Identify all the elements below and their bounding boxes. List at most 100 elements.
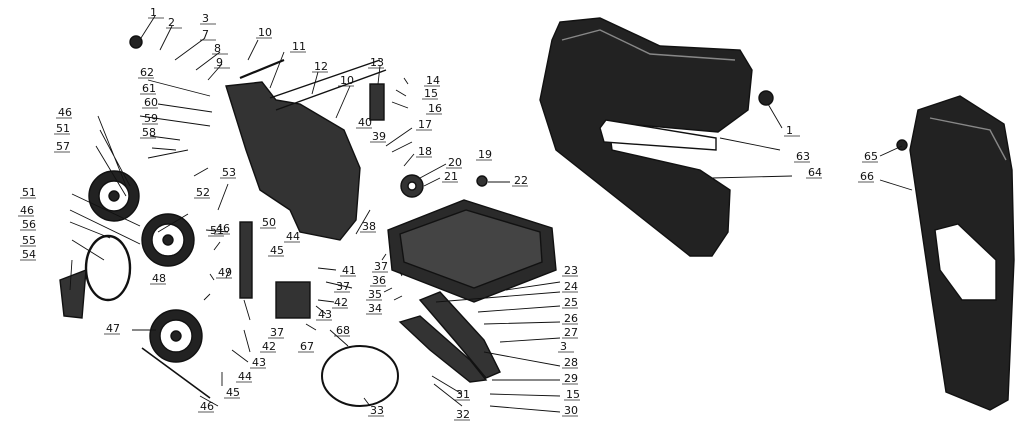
knob-top-left xyxy=(129,35,143,49)
callout-32: 32 xyxy=(456,408,470,421)
callout-21: 21 xyxy=(444,170,458,183)
callout-27: 27 xyxy=(564,326,578,339)
table-top-face xyxy=(399,209,543,289)
callout-24: 24 xyxy=(564,280,578,293)
callout-18: 18 xyxy=(418,145,432,158)
side-cover-slot xyxy=(934,223,997,301)
frame-casting xyxy=(225,81,361,241)
rod xyxy=(239,58,285,80)
callout-37: 37 xyxy=(374,260,388,273)
callout-35: 35 xyxy=(368,288,382,301)
guard-left xyxy=(59,268,87,319)
callout-31: 31 xyxy=(456,388,470,401)
callout-23: 23 xyxy=(564,264,578,277)
callout-44: 44 xyxy=(286,230,300,243)
callout-34: 34 xyxy=(368,302,382,315)
block xyxy=(275,281,311,319)
callout-42: 42 xyxy=(334,296,348,309)
callout-65: 65 xyxy=(864,150,878,163)
callout-46-2: 46 xyxy=(20,204,34,217)
callout-51: 51 xyxy=(56,122,70,135)
callout-15-2: 15 xyxy=(566,388,580,401)
callout-16: 16 xyxy=(428,102,442,115)
callout-62: 62 xyxy=(140,66,154,79)
callout-58: 58 xyxy=(142,126,156,139)
callout-56: 56 xyxy=(22,218,36,231)
upper-housing-highlight xyxy=(561,29,736,61)
callout-15: 15 xyxy=(424,87,438,100)
callout-26: 26 xyxy=(564,312,578,325)
callout-19: 19 xyxy=(478,148,492,161)
callout-46-4: 46 xyxy=(200,400,214,413)
knob-small xyxy=(896,139,908,151)
callout-33: 33 xyxy=(370,404,384,417)
parts-artwork xyxy=(59,15,1015,413)
blade-band-left xyxy=(84,234,132,302)
side-cover-highlight xyxy=(929,117,1007,161)
callout-1: 1 xyxy=(150,6,157,19)
callout-8: 8 xyxy=(214,42,221,55)
bracket-upper xyxy=(418,291,501,379)
callout-51-2: 51 xyxy=(22,186,36,199)
bracket-lower xyxy=(398,315,488,383)
callout-3-2: 3 xyxy=(560,340,567,353)
callout-1-2: 1 xyxy=(786,124,793,137)
callout-46: 46 xyxy=(58,106,72,119)
callout-66: 66 xyxy=(860,170,874,183)
callout-2: 2 xyxy=(168,16,175,29)
callout-49: 49 xyxy=(218,266,232,279)
callout-63: 63 xyxy=(796,150,810,163)
callout-42-2: 42 xyxy=(262,340,276,353)
callout-37-2: 37 xyxy=(336,280,350,293)
callout-64: 64 xyxy=(808,166,822,179)
rod-lower xyxy=(141,347,211,399)
callout-51-3: 51 xyxy=(210,224,224,237)
callout-9: 9 xyxy=(216,56,223,69)
callout-10-2: 10 xyxy=(340,74,354,87)
callout-14: 14 xyxy=(426,74,440,87)
callout-43: 43 xyxy=(318,308,332,321)
leader-lines xyxy=(69,15,913,413)
nut xyxy=(476,175,488,187)
callout-41: 41 xyxy=(342,264,356,277)
callout-50: 50 xyxy=(262,216,276,229)
callout-28: 28 xyxy=(564,356,578,369)
callout-61: 61 xyxy=(142,82,156,95)
knob-right xyxy=(758,90,774,106)
callout-44-2: 44 xyxy=(238,370,252,383)
callout-43-2: 43 xyxy=(252,356,266,369)
callout-20: 20 xyxy=(448,156,462,169)
upper-housing-slot xyxy=(599,119,717,151)
callout-48: 48 xyxy=(152,272,166,285)
callout-60: 60 xyxy=(144,96,158,109)
callout-53: 53 xyxy=(222,166,236,179)
callout-11: 11 xyxy=(292,40,306,53)
plate xyxy=(369,83,385,121)
callout-22: 22 xyxy=(514,174,528,187)
callout-46-3: 46 xyxy=(216,222,230,235)
callout-54: 54 xyxy=(22,248,36,261)
callout-12: 12 xyxy=(314,60,328,73)
callout-37-3: 37 xyxy=(270,326,284,339)
callout-3: 3 xyxy=(202,12,209,25)
callout-55: 55 xyxy=(22,234,36,247)
callout-30: 30 xyxy=(564,404,578,417)
callout-45: 45 xyxy=(270,244,284,257)
callout-17: 17 xyxy=(418,118,432,131)
callout-36: 36 xyxy=(372,274,386,287)
callout-25: 25 xyxy=(564,296,578,309)
callout-13: 13 xyxy=(370,56,384,69)
callout-38: 38 xyxy=(362,220,376,233)
callout-10: 10 xyxy=(258,26,272,39)
frame-rail xyxy=(269,59,387,111)
callout-39: 39 xyxy=(372,130,386,143)
callout-52: 52 xyxy=(196,186,210,199)
callout-57: 57 xyxy=(56,140,70,153)
slide xyxy=(239,221,253,299)
callout-45-2: 45 xyxy=(226,386,240,399)
blade-band-bottom xyxy=(321,345,399,407)
callout-47: 47 xyxy=(106,322,120,335)
